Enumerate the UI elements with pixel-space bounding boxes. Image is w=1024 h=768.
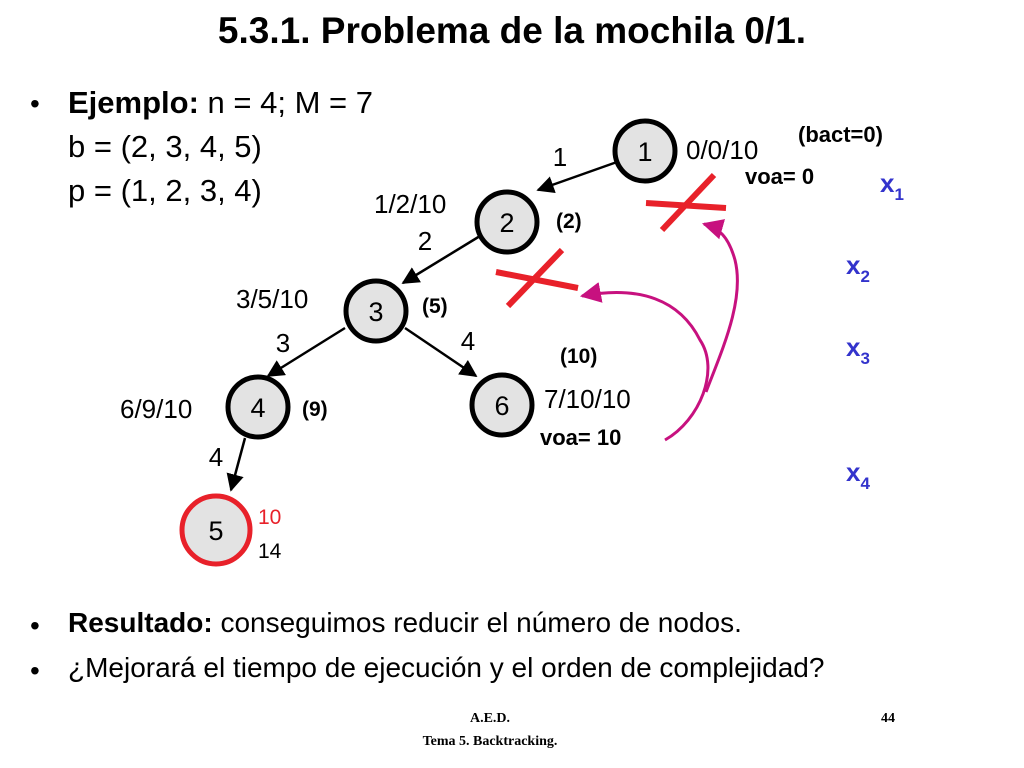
result-line: Resultado: conseguimos reducir el número…: [68, 604, 742, 641]
level-x4-sub: 4: [860, 474, 870, 493]
bullet-dot: •: [30, 88, 40, 119]
example-b: b = (2, 3, 4, 5): [68, 129, 262, 164]
result-text: conseguimos reducir el número de nodos.: [220, 607, 742, 638]
slide-title: 5.3.1. Problema de la mochila 0/1.: [217, 10, 807, 51]
example-line: Ejemplo: n = 4; M = 7: [68, 84, 373, 121]
level-label-x1: x1: [880, 168, 904, 204]
backtracking-tree: 1 2 3 4 6 5 1 2 3 4 4 0/0/10 1/2/10: [120, 118, 904, 567]
level-x2-sub: 2: [860, 267, 869, 286]
bullet-dot: •: [30, 655, 40, 686]
triple-node-3: 3/5/10: [236, 284, 308, 314]
question-line: ¿Mejorará el tiempo de ejecución y el or…: [68, 652, 825, 683]
level-label-x4: x4: [846, 457, 870, 493]
edge-2-3: [401, 234, 481, 285]
edge-label-3-6: 4: [461, 326, 475, 356]
example-p: p = (1, 2, 3, 4): [68, 173, 262, 208]
bound-node-3: (5): [422, 295, 448, 318]
prune-cross-1: [645, 172, 727, 233]
node-label-3: 3: [368, 297, 383, 327]
node-label-5: 5: [208, 516, 223, 546]
node-label-4: 4: [250, 393, 265, 423]
bound-node-2: (2): [556, 210, 582, 233]
edge-label-3-4: 3: [276, 328, 290, 358]
voa-annotation-0: voa= 0: [745, 164, 814, 189]
edge-label-1-2: 1: [553, 142, 567, 172]
level-x1-sub: 1: [894, 185, 903, 204]
triple-node-1: 0/0/10: [686, 135, 758, 165]
prune-cross-2: [495, 247, 579, 309]
tree-node-6: 6: [469, 372, 535, 438]
level-x4-base: x: [846, 457, 861, 487]
example-label: Ejemplo:: [68, 85, 199, 120]
level-x3-base: x: [846, 332, 861, 362]
edge-3-6: [404, 326, 478, 378]
bullet-dot: •: [30, 610, 40, 641]
level-x2-base: x: [846, 250, 861, 280]
tree-node-5-solution: 5: [179, 493, 253, 567]
level-label-x2: x2: [846, 250, 870, 286]
node-label-6: 6: [494, 391, 509, 421]
tree-node-2: 2: [474, 189, 540, 255]
leaf-value-bottom: 14: [258, 540, 282, 563]
level-x3-sub: 3: [860, 349, 869, 368]
leaf-value-top: 10: [258, 506, 281, 529]
footer-course: A.E.D.: [469, 711, 511, 726]
edge-label-4-5: 4: [209, 442, 223, 472]
triple-node-6: 7/10/10: [544, 384, 631, 414]
bound-node-6: (10): [560, 345, 597, 368]
edge-3-4: [266, 326, 346, 378]
edge-label-2-3: 2: [418, 226, 432, 256]
footer-page-number: 44: [881, 711, 895, 726]
example-params: n = 4; M = 7: [207, 85, 373, 120]
node-label-1: 1: [637, 137, 652, 167]
level-label-x3: x3: [846, 332, 870, 368]
edge-1-2: [536, 160, 618, 193]
tree-node-4: 4: [225, 374, 291, 440]
edge-4-5: [226, 437, 247, 492]
triple-node-2: 1/2/10: [374, 189, 446, 219]
triple-node-4: 6/9/10: [120, 394, 192, 424]
footer-topic: Tema 5. Backtracking.: [422, 734, 558, 749]
node-label-2: 2: [499, 208, 514, 238]
tree-node-3: 3: [343, 278, 409, 344]
result-label: Resultado:: [68, 607, 213, 638]
bound-node-4: (9): [302, 398, 328, 421]
tree-node-1: 1: [612, 118, 678, 184]
prune-arrow-to-1: [701, 219, 739, 393]
level-x1-base: x: [880, 168, 895, 198]
prune-arrow-to-2: [579, 282, 710, 442]
bact-annotation: (bact=0): [798, 122, 883, 147]
voa-annotation-10: voa= 10: [540, 425, 621, 450]
